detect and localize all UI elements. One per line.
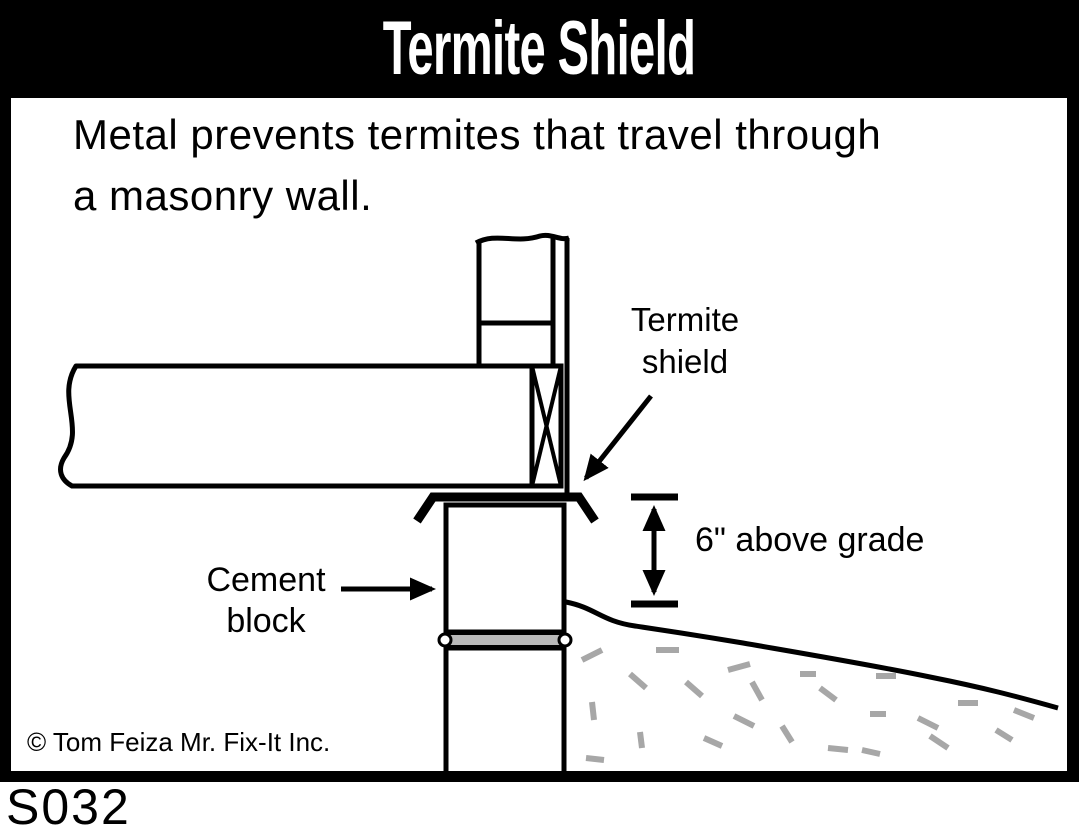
description-text: Metal prevents termites that travel thro… [73, 111, 882, 219]
wall-stud [474, 232, 570, 366]
floor-beam [58, 363, 532, 489]
dimension-indicator [631, 493, 678, 608]
label-grade-clearance: 6" above grade [695, 521, 925, 559]
copyright-text: © Tom Feiza Mr. Fix-It Inc. [27, 727, 331, 757]
label-cement-block: Cement block [206, 561, 326, 640]
termite-shield-flashing [413, 492, 599, 524]
rim-joist [529, 363, 564, 489]
title-bar: Termite Shield [0, 0, 1079, 98]
label-termite-shield: Termite shield [630, 301, 740, 380]
frame-border [0, 98, 1079, 782]
grade-line [565, 599, 1059, 711]
soil-texture [580, 647, 1036, 763]
cement-block-lower [443, 645, 567, 777]
arrow-to-shield [583, 394, 653, 482]
figure-code: S032 [6, 779, 131, 831]
mortar-joint [437, 631, 573, 649]
page-title: Termite Shield [383, 6, 696, 91]
cement-block-upper [443, 502, 567, 635]
